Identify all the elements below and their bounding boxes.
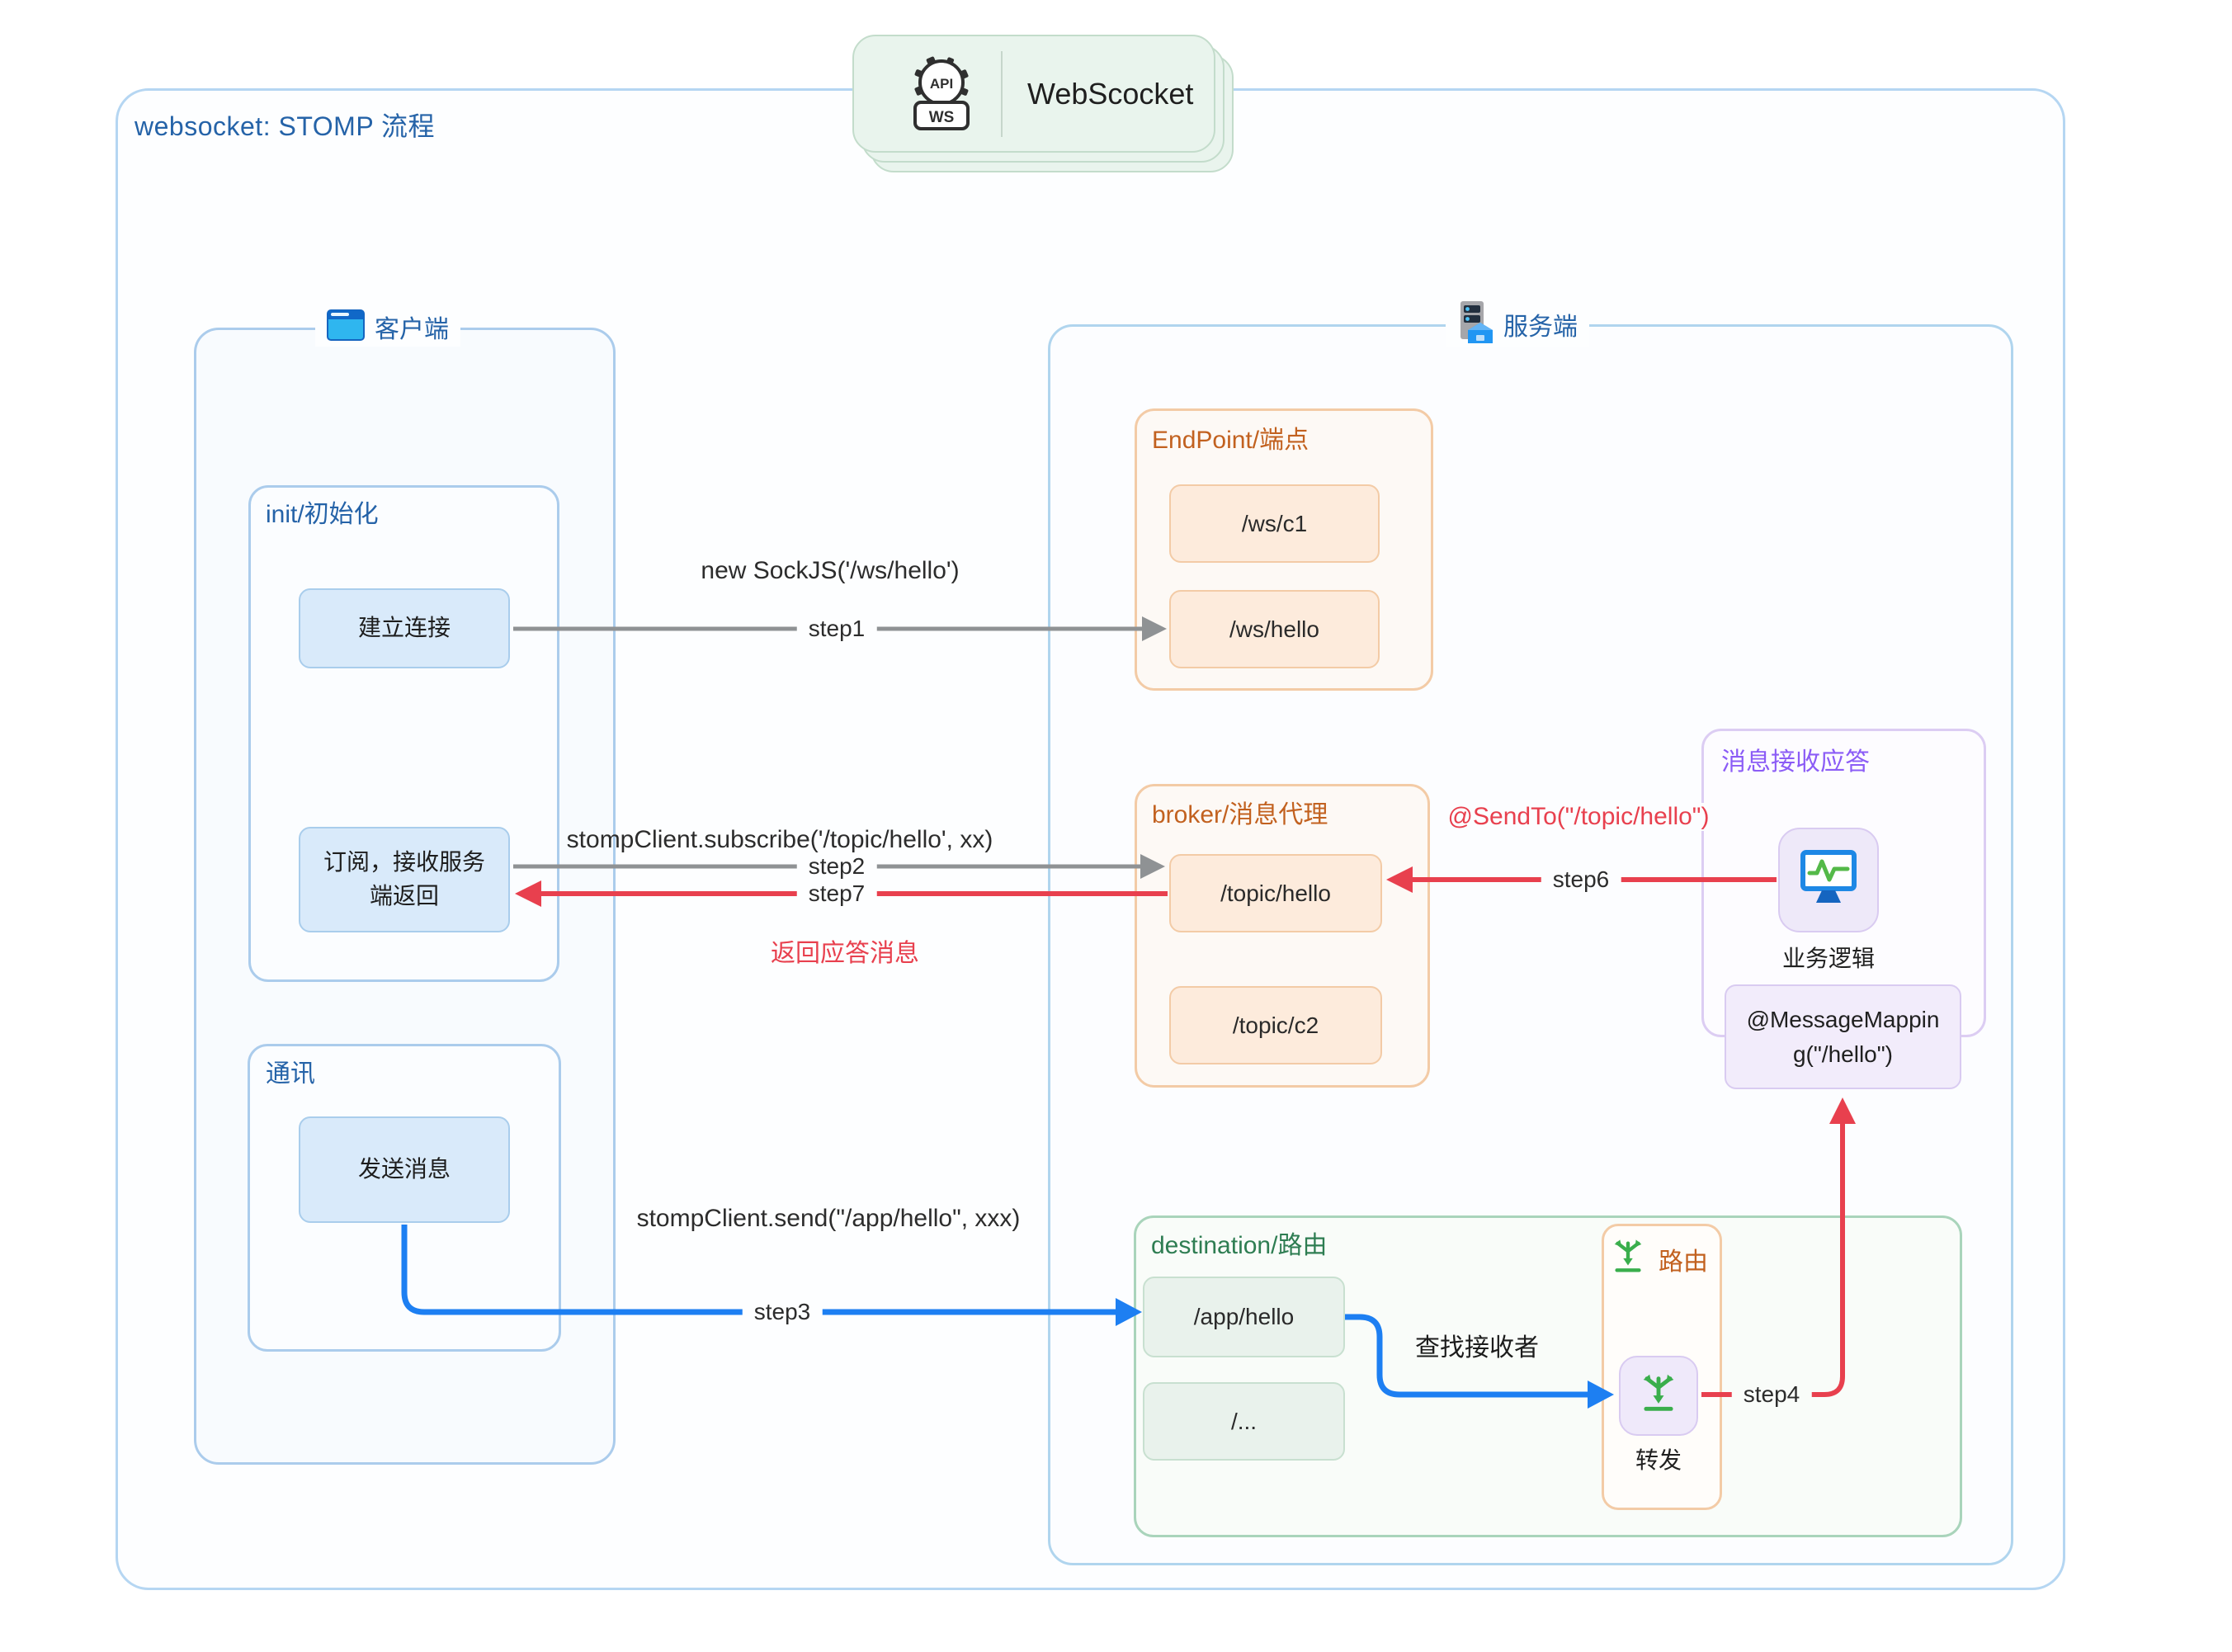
forward-iconbox (1619, 1356, 1698, 1436)
api-ws-gear-icon: API WS (905, 51, 978, 136)
node-ws-c1: /ws/c1 (1169, 484, 1380, 563)
business-logic-iconbox (1778, 828, 1879, 932)
edge-label-reply-note: 返回应答消息 (771, 940, 919, 967)
server-icon (1457, 300, 1494, 348)
broker-section-label: broker/消息代理 (1152, 801, 1328, 828)
edge-label-step6: step6 (1541, 866, 1621, 893)
forward-split-icon (1637, 1371, 1680, 1420)
forward-label: 转发 (1635, 1447, 1682, 1473)
node-message-mapping: @MessageMappin g("/hello") (1725, 984, 1961, 1089)
reply-section-label: 消息接收应答 (1721, 748, 1870, 776)
edge-label-lookup: 查找接收者 (1415, 1327, 1539, 1363)
page-title: websocket: STOMP 流程 (134, 111, 435, 141)
router-label: 路由 (1659, 1248, 1708, 1276)
edge-label-new-sockjs: new SockJS('/ws/hello') (701, 557, 960, 584)
node-send-message: 发送消息 (299, 1116, 510, 1223)
server-group-label: 服务端 (1446, 300, 1589, 348)
node-app-hello: /app/hello (1143, 1277, 1345, 1357)
header-title: WebScocket (1027, 76, 1194, 111)
browser-icon (327, 309, 365, 345)
edge-label-step1: step1 (796, 616, 877, 642)
node-slash-etc: /... (1143, 1382, 1345, 1461)
gear-ws-text: WS (929, 109, 955, 126)
edge-label-subscribe: stompClient.subscribe('/topic/hello', xx… (566, 826, 993, 853)
edge-label-step7: step7 (796, 880, 877, 907)
gear-api-text: API (930, 76, 953, 92)
comm-section-label: 通讯 (266, 1060, 315, 1088)
edge-label-send: stompClient.send("/app/hello", xxx) (636, 1205, 1021, 1232)
destination-section-label: destination/路由 (1151, 1232, 1328, 1259)
node-topic-c2: /topic/c2 (1169, 986, 1382, 1064)
header-card: API WS WebScocket (852, 35, 1215, 153)
router-section-head: 路由 (1609, 1236, 1708, 1281)
node-subscribe-receive: 订阅，接收服务 端返回 (299, 827, 510, 932)
edge-label-step2: step2 (796, 853, 877, 880)
route-split-icon (1609, 1236, 1647, 1281)
destination-section-box (1134, 1215, 1962, 1537)
endpoint-section-label: EndPoint/端点 (1152, 427, 1309, 454)
edge-label-step3: step3 (742, 1299, 823, 1325)
client-group-label-text: 客户端 (375, 316, 449, 343)
business-logic-label: 业务逻辑 (1781, 946, 1875, 971)
node-ws-hello: /ws/hello (1169, 590, 1380, 668)
node-establish-connection: 建立连接 (299, 588, 510, 668)
edge-label-step4: step4 (1731, 1381, 1812, 1408)
server-group-label-text: 服务端 (1503, 314, 1578, 341)
client-group-label: 客户端 (315, 307, 460, 347)
init-section-label: init/初始化 (266, 501, 379, 528)
node-topic-hello: /topic/hello (1169, 854, 1382, 932)
edge-label-sendto: @SendTo("/topic/hello") (1447, 803, 1710, 831)
header-divider (1001, 50, 1003, 137)
monitor-icon (1799, 850, 1858, 910)
